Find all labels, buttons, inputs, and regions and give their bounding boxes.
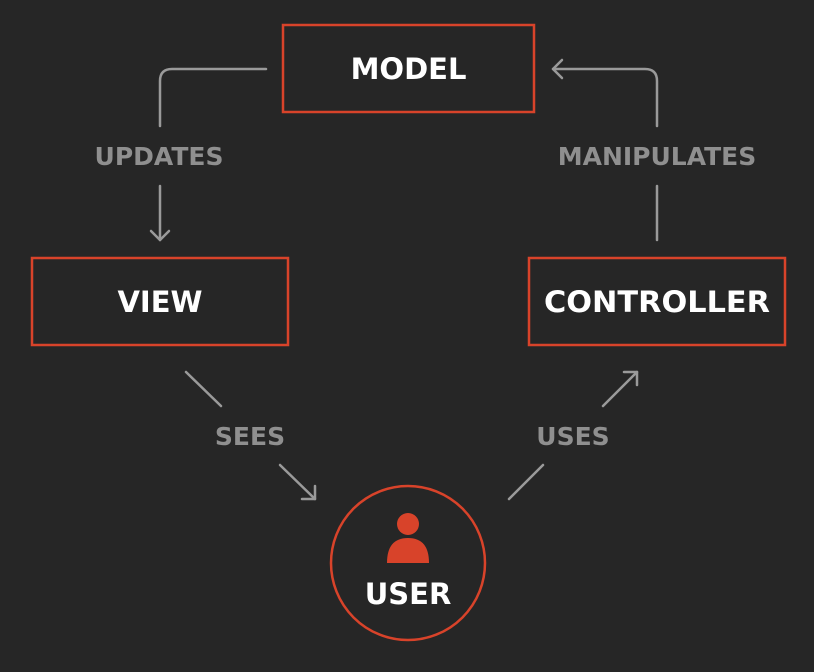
sees-label: SEES xyxy=(215,422,285,451)
uses-arrowhead xyxy=(622,370,639,387)
sees-connector-upper xyxy=(184,370,223,408)
manipulates-arrowhead xyxy=(551,58,564,80)
updates-arrowhead xyxy=(149,229,171,242)
sees-arrowhead xyxy=(300,484,317,501)
uses-label: USES xyxy=(536,422,609,451)
manipulates-connector-upper xyxy=(551,67,659,128)
controller-node: CONTROLLER xyxy=(527,256,787,347)
view-node: VIEW xyxy=(30,256,290,347)
uses-connector-upper xyxy=(601,370,639,408)
model-node: MODEL xyxy=(281,23,536,114)
person-icon xyxy=(387,513,429,563)
manipulates-label: MANIPULATES xyxy=(558,142,757,171)
sees-connector-lower xyxy=(278,463,317,501)
user-label: USER xyxy=(365,577,452,611)
user-node: USER xyxy=(329,484,487,642)
updates-label: UPDATES xyxy=(95,142,224,171)
controller-label: CONTROLLER xyxy=(544,285,770,319)
view-label: VIEW xyxy=(117,285,202,319)
model-label: MODEL xyxy=(351,52,467,86)
uses-connector-lower xyxy=(507,463,545,501)
updates-connector-upper xyxy=(158,67,268,128)
